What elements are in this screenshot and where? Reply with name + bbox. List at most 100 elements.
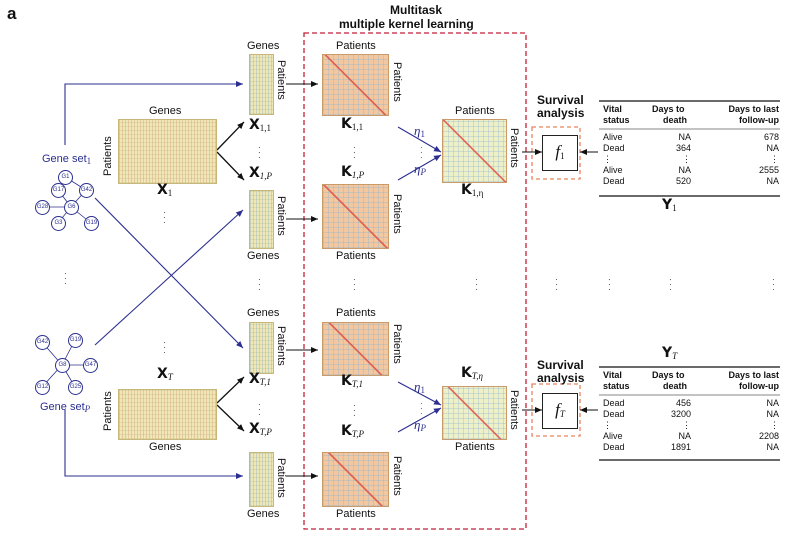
genes-label-x1p: Genes <box>247 250 280 262</box>
genes-label-xtp: Genes <box>247 508 280 520</box>
arrow-x1-to-x1p <box>216 151 245 181</box>
patients-label-xt: Patients <box>102 391 114 431</box>
panel-label: a <box>7 4 17 23</box>
k1eta-symbol: K1,η <box>461 182 484 198</box>
patients-label-k1p-bottom: Patients <box>336 250 376 262</box>
patients-label-x1p: Patients <box>275 196 287 236</box>
vdots-kt1: · · · <box>353 401 356 420</box>
vdots-eta-t: · · · <box>420 399 423 418</box>
arrow-eta1 <box>397 126 442 153</box>
xt-symbol: XT <box>157 366 173 382</box>
f1-box: f1 <box>542 135 578 171</box>
patients-label-k1p: Patients <box>391 194 403 234</box>
survival-label-tb: analysis <box>537 371 585 385</box>
mkl-dashed-box <box>303 32 527 530</box>
arrow-gs1-to-xtp <box>94 197 244 349</box>
patients-label-k1eta: Patients <box>508 128 520 168</box>
ft-box: fT <box>542 393 578 429</box>
patients-label-x11: Patients <box>275 60 287 100</box>
kernel-k11 <box>322 54 389 116</box>
title-line-1: Multitask <box>390 3 443 17</box>
gene-node: G19 <box>68 333 83 348</box>
genes-label-xt1: Genes <box>247 307 280 319</box>
matrix-xt <box>118 389 217 440</box>
kernel-ktp <box>322 452 389 507</box>
vdots-mid-keta: · · · <box>475 275 478 294</box>
gene-node: G1 <box>58 170 73 185</box>
genes-label-x1: Genes <box>149 105 182 117</box>
patients-label-k1eta-top: Patients <box>455 105 495 117</box>
table-row: ⋮⋮⋮ <box>603 154 779 164</box>
patients-label-xtp: Patients <box>275 458 287 498</box>
gene-node: G42 <box>79 183 94 198</box>
arrow-xt-to-xtp <box>216 404 245 432</box>
vdots-left: · · · <box>64 269 67 288</box>
kteta-symbol: KT,η <box>461 365 483 381</box>
x11-symbol: X1,1 <box>249 117 272 133</box>
arrow-gsp-to-xtp <box>64 410 243 479</box>
kernel-k1p <box>322 184 389 249</box>
yt-symbol: YT <box>662 345 678 361</box>
patients-label-xt1: Patients <box>275 326 287 366</box>
gene-node: G6 <box>64 200 79 215</box>
eta1-t-label: η1 <box>414 379 425 395</box>
patients-label-kteta: Patients <box>508 390 520 430</box>
gene-node: G28 <box>35 200 50 215</box>
vdots-eta: · · · <box>420 143 423 162</box>
gene-node: G47 <box>83 358 98 373</box>
patients-label-kteta-bottom: Patients <box>455 441 495 453</box>
gene-node: G25 <box>68 380 83 395</box>
ktp-symbol: KT,P <box>341 423 364 439</box>
x1-symbol: X1 <box>157 182 173 198</box>
kernel-k1eta <box>442 119 507 183</box>
arrow-xt-to-xt1 <box>216 376 245 404</box>
matrix-x1 <box>118 119 217 184</box>
k11-symbol: K1,1 <box>341 116 364 132</box>
matrix-x11 <box>249 54 274 115</box>
k1p-symbol: K1,P <box>341 164 365 180</box>
matrix-xt1 <box>249 322 274 374</box>
vdots-xt: · · · <box>163 338 166 357</box>
vdots-x1: · · · <box>163 208 166 227</box>
patients-label-k11-top: Patients <box>336 40 376 52</box>
eta1-label: η1 <box>414 123 425 139</box>
patients-label-ktp: Patients <box>391 456 403 496</box>
patients-label-k11: Patients <box>391 62 403 102</box>
gene-node: G12 <box>35 380 50 395</box>
title-line-2: multiple kernel learning <box>339 17 474 31</box>
vdots-survival: · · · <box>555 275 558 294</box>
arrow-etap-t <box>397 407 442 433</box>
xt1-symbol: XT,1 <box>249 371 271 387</box>
gene-node: G19 <box>84 216 99 231</box>
vdots-x11: · · · <box>258 143 261 162</box>
gene-set-1-label: Gene set1 <box>42 153 92 166</box>
arrow-eta1-t <box>397 381 442 406</box>
x1p-symbol: X1,P <box>249 165 273 181</box>
vdots-xt1: · · · <box>258 400 261 419</box>
survival-label-1b: analysis <box>537 106 585 120</box>
kernel-kteta <box>442 386 507 440</box>
gene-set-p-label: Gene setP <box>40 401 91 414</box>
xtp-symbol: XT,P <box>249 421 272 437</box>
genes-label-xt: Genes <box>149 441 182 453</box>
survival-label-1a: Survival <box>537 93 584 107</box>
y1-symbol: Y1 <box>662 197 677 213</box>
vdots-k11: · · · <box>353 143 356 162</box>
arrow-gsp-to-x1p <box>94 209 244 346</box>
survival-label-ta: Survival <box>537 358 584 372</box>
etap-label: ηP <box>414 161 426 177</box>
arrow-gs1-to-x11 <box>64 81 243 145</box>
etap-t-label: ηP <box>414 417 426 433</box>
